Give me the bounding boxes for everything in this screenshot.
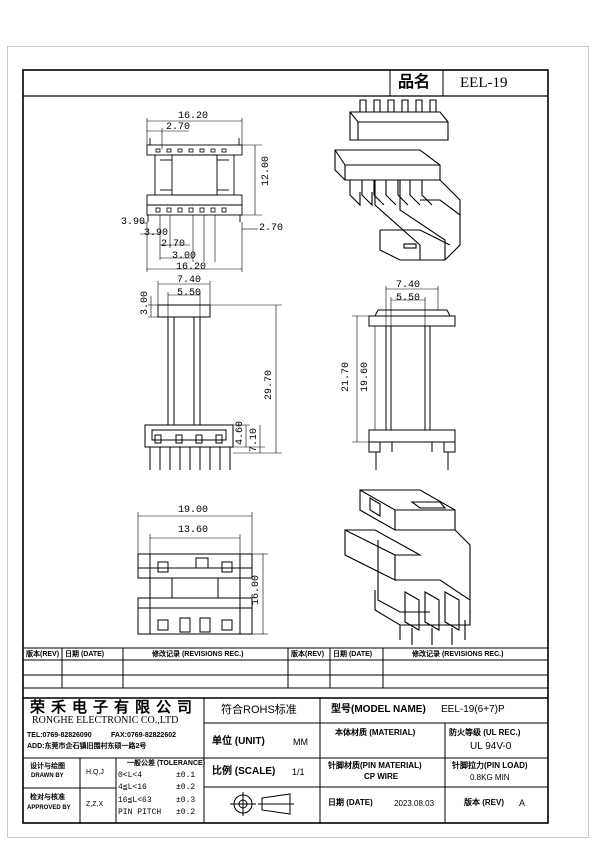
- part-label: 品名: [398, 74, 431, 91]
- unit-value: MM: [293, 737, 308, 747]
- dim-front-height1: 21.70: [341, 361, 352, 392]
- company-address: ADD:东莞市企石镇旧围村东硕一路2号: [27, 743, 147, 750]
- pin-load-label: 针脚拉力(PIN LOAD): [452, 761, 528, 770]
- dim-side-height: 29.70: [264, 369, 275, 400]
- company-name-cn: 荣禾电子有限公司: [30, 699, 199, 716]
- approved-label: 检对与核准: [30, 794, 65, 801]
- dim-side-pin1: 4.60: [235, 420, 246, 445]
- pin-material-label: 针脚材质(PIN MATERIAL): [328, 761, 422, 770]
- tolerance-range-3: 16≦L<63: [118, 796, 152, 805]
- approved-value: Z,Z,X: [86, 801, 104, 808]
- dim-bottom-mid: 3.00: [172, 251, 197, 262]
- drawn-en: DRAWN BY: [31, 773, 64, 779]
- dim-bottom-pitch: 2.70: [161, 239, 186, 250]
- dim-side-inner: 5.50: [177, 288, 202, 299]
- dim-bottom-left: 3.90: [121, 217, 146, 228]
- flame-value: UL 94V-0: [470, 741, 512, 752]
- dim-top-pitch: 2.70: [166, 122, 191, 133]
- dim-front-height2: 19.60: [360, 361, 371, 392]
- rev-header-right: 版本(REV): [291, 651, 325, 658]
- dim-top-width: 16.20: [178, 111, 209, 122]
- tolerance-title: 一般公差 (TOLERANCE): [127, 760, 206, 767]
- date-label: 日期 (DATE): [328, 798, 373, 807]
- flame-label: 防火等级 (UL REC.): [449, 728, 521, 737]
- tolerance-range-4: PIN PITCH: [118, 808, 162, 817]
- tolerance-val-3: ±0.3: [176, 796, 196, 805]
- dim-core-inner: 13.60: [178, 525, 209, 536]
- rohs-label: 符合ROHS标准: [221, 704, 297, 716]
- drawn-value: H,Q,J: [86, 769, 104, 776]
- scale-value: 1/1: [292, 767, 305, 777]
- date-header-right: 日期 (DATE): [333, 651, 373, 658]
- company-tel: TEL:0769-82826090: [27, 732, 92, 739]
- tolerance-val-1: ±0.1: [176, 771, 196, 780]
- dim-bottom-total: 16.20: [176, 262, 207, 273]
- tolerance-range-2: 4≦L<16: [118, 783, 147, 792]
- drawn-label: 设计与绘图: [30, 763, 65, 770]
- dim-top-height: 12.00: [261, 155, 272, 186]
- dim-bottom-left2: 3.90: [144, 228, 169, 239]
- unit-label: 单位 (UNIT): [212, 736, 265, 747]
- company-fax: FAX:0769-82822602: [111, 732, 176, 739]
- model-label: 型号(MODEL NAME): [331, 704, 426, 715]
- dim-bottom-right: 2.70: [259, 223, 284, 234]
- approved-en: APPROVED BY: [27, 805, 71, 811]
- dim-front-inner: 5.50: [396, 293, 421, 304]
- dim-side-width: 7.40: [177, 275, 202, 286]
- company-name-en: RONGHE ELECTRONIC CO.,LTD: [32, 715, 179, 726]
- dim-side-top: 3.00: [140, 290, 151, 315]
- rec-header-left: 修改记录 (REVISIONS REC.): [152, 651, 244, 658]
- sheet-frame: [7, 46, 589, 838]
- date-value: 2023.08.03: [394, 799, 435, 808]
- dim-side-pin2: 7.10: [249, 427, 260, 452]
- tolerance-val-4: ±0.2: [176, 808, 196, 817]
- tolerance-val-2: ±0.2: [176, 783, 196, 792]
- version-label: 版本 (REV): [464, 798, 504, 807]
- tolerance-range-1: 0<L<4: [118, 771, 143, 780]
- pin-material-value: CP WIRE: [364, 772, 399, 781]
- material-label: 本体材质 (MATERIAL): [335, 728, 416, 737]
- dim-core-width: 19.00: [178, 505, 209, 516]
- dim-front-width: 7.40: [396, 280, 421, 291]
- rec-header-right: 修改记录 (REVISIONS REC.): [412, 651, 504, 658]
- rev-header-left: 版本(REV): [26, 651, 60, 658]
- version-value: A: [519, 798, 526, 808]
- dim-core-height: 16.00: [251, 574, 262, 605]
- pin-load-value: 0.8KG MIN: [470, 773, 510, 782]
- date-header-left: 日期 (DATE): [65, 651, 105, 658]
- scale-label: 比例 (SCALE): [212, 766, 276, 777]
- model-value: EEL-19(6+7)P: [441, 704, 505, 715]
- part-number: EEL-19: [460, 75, 508, 91]
